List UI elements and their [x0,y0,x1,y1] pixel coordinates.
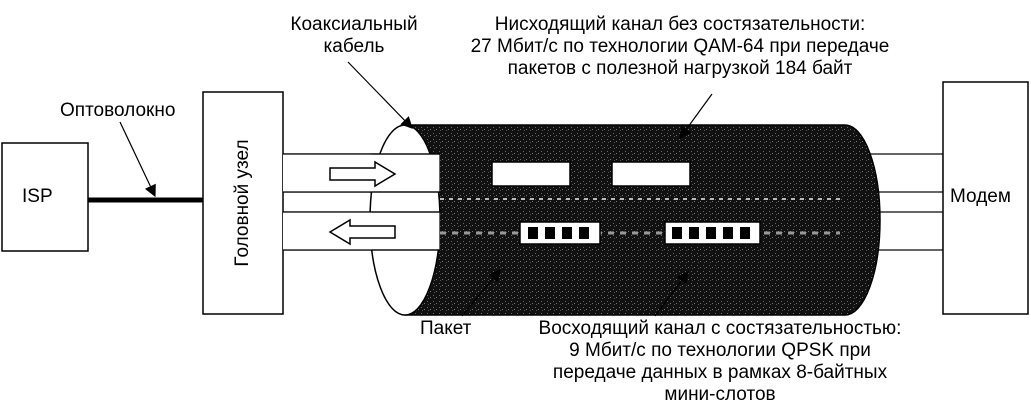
upstream-label-line2: 9 Мбит/с по технологии QPSK при [569,340,871,361]
upstream-pointer [654,271,689,317]
upstream-label-line3: передаче данных в рамках 8-байтных [552,362,888,383]
upstream-label-line4: мини-слотов [664,384,776,405]
coax-label-line1: Коаксиальный [290,14,418,35]
packet-label: Пакет [420,318,472,339]
coax-label-line2: кабель [323,36,385,57]
packet-pointer [461,269,501,317]
downstream-pointer [679,93,713,139]
upstream-arrow-icon [328,218,396,246]
fiber-pointer [119,121,156,198]
upstream-packet [664,221,761,245]
downstream-label-line2: 27 Мбит/с по технологии QAM-64 при перед… [470,36,890,57]
downstream-packet [491,161,571,187]
coax-label: Коаксиальный кабель [274,14,434,58]
downstream-packet [611,161,691,187]
downstream-arrow-icon [329,160,397,188]
coax-pointer [347,61,413,129]
headend-box [202,91,284,315]
downstream-label-line1: Нисходящий канал без состязательности: [494,14,866,35]
upstream-label: Восходящий канал с состязательностью: 9 … [500,318,940,406]
isp-box [1,142,89,252]
upstream-packet [519,221,601,245]
fiber-label: Оптоволокно [60,100,176,121]
downstream-label-line3: пакетов с полезной нагрузкой 184 байт [507,58,853,79]
headend-label: Головной узел [232,139,253,267]
isp-label: ISP [22,186,53,207]
modem-label: Модем [950,186,1011,207]
modem-box [942,81,1029,315]
upstream-label-line1: Восходящий канал с состязательностью: [538,318,902,339]
downstream-label: Нисходящий канал без состязательности: 2… [420,14,940,80]
